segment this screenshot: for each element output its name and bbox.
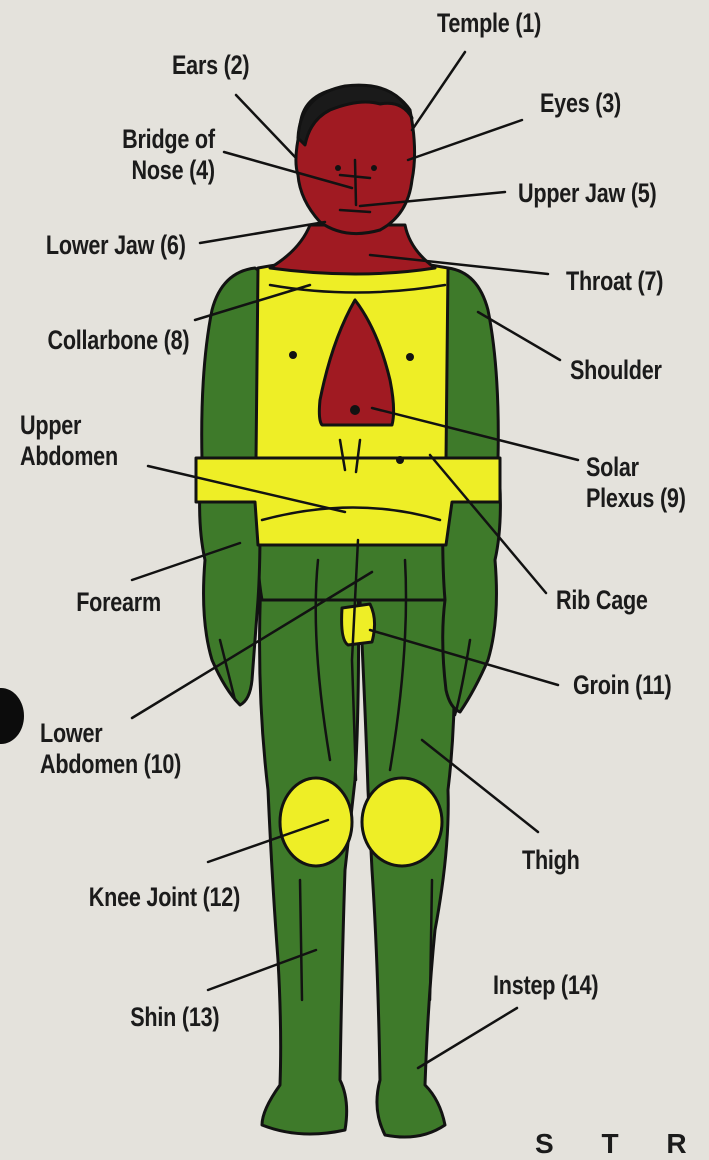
label-thigh: Thigh (522, 845, 580, 876)
footer-text: S T R (535, 1128, 707, 1160)
label-lower-jaw: Lower Jaw (6) (46, 230, 186, 261)
leader-temple (412, 52, 465, 130)
body-figure (196, 85, 500, 1137)
label-temple: Temple (1) (437, 8, 541, 39)
label-lower-abdomen: Lower Abdomen (10) (40, 718, 181, 780)
label-shoulder: Shoulder (570, 355, 662, 386)
label-instep: Instep (14) (493, 970, 598, 1001)
left-knee-zone (280, 778, 352, 866)
label-knee-joint: Knee Joint (12) (89, 882, 240, 913)
label-solar-plexus: Solar Plexus (9) (586, 452, 686, 514)
leader-eyes (408, 120, 522, 160)
label-shin: Shin (13) (130, 1002, 219, 1033)
label-bridge-of-nose: Bridge of Nose (4) (122, 124, 215, 186)
label-throat: Throat (7) (566, 266, 663, 297)
label-eyes: Eyes (3) (540, 88, 621, 119)
label-forearm: Forearm (76, 587, 161, 618)
right-knee-zone (362, 778, 442, 866)
label-rib-cage: Rib Cage (556, 585, 648, 616)
leader-ears (236, 95, 296, 158)
label-upper-abdomen: Upper Abdomen (20, 410, 118, 472)
label-collarbone: Collarbone (8) (47, 325, 189, 356)
label-ears: Ears (2) (172, 50, 249, 81)
label-upper-jaw: Upper Jaw (5) (518, 178, 657, 209)
groin-zone (342, 604, 375, 645)
leader-instep (418, 1008, 517, 1068)
label-groin: Groin (11) (573, 670, 671, 701)
